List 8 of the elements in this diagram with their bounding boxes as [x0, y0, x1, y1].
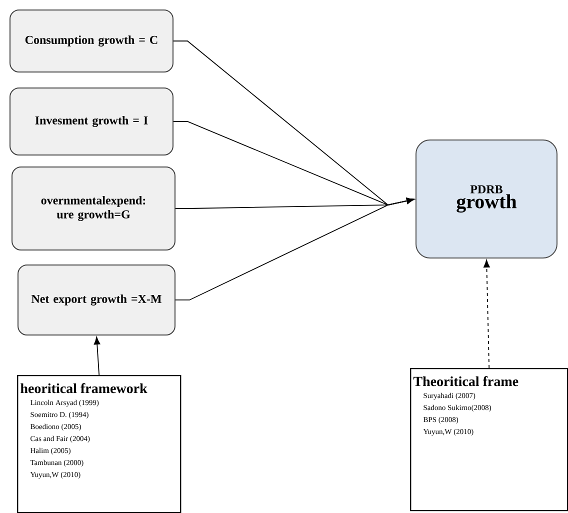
arrow: [94, 336, 100, 376]
result-box: PDRB growth: [416, 140, 558, 258]
factor-box: Consumption growth = C: [10, 10, 174, 72]
arrow: [175, 198, 414, 300]
arrow: [484, 260, 490, 368]
factor-box: overnmentalexpend: ure growth=G: [12, 166, 176, 250]
factor-box: Net export growth =X-M: [18, 264, 176, 336]
factor-box: Invesment growth = I: [10, 88, 174, 156]
